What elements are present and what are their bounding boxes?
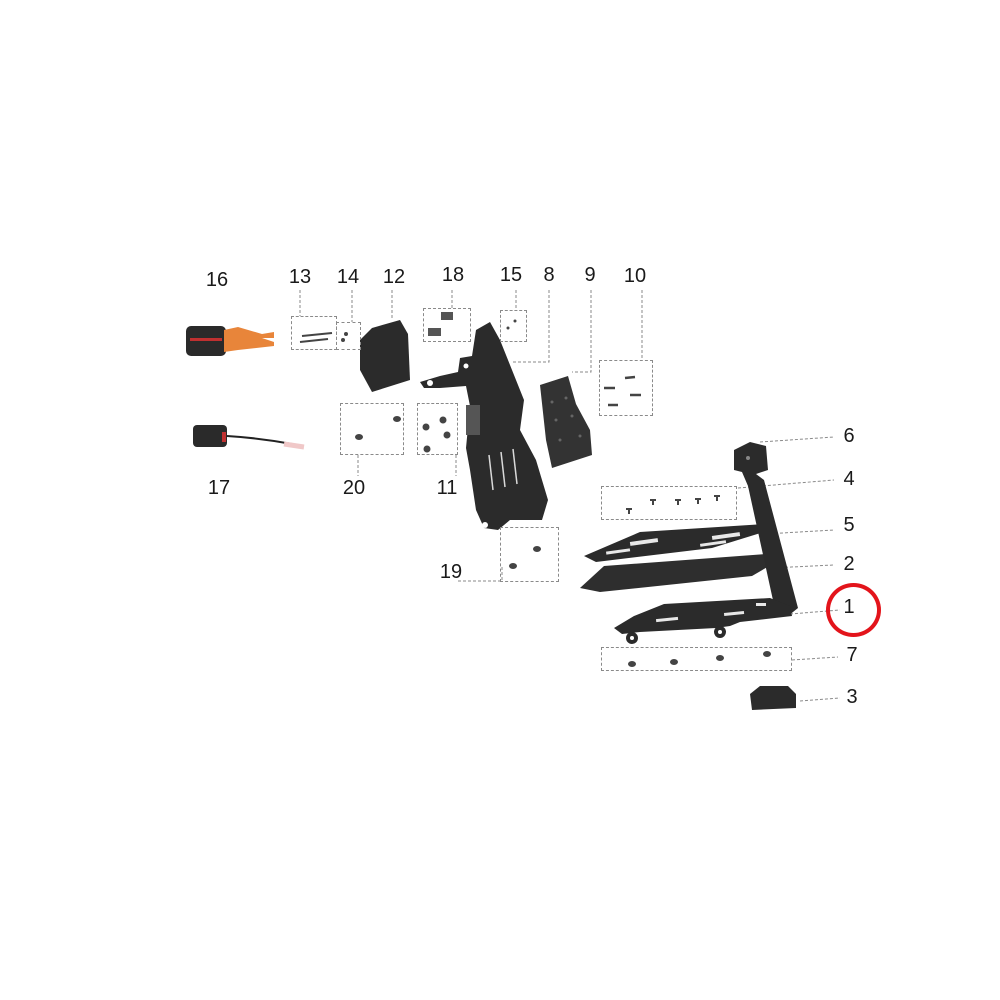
box-10 (599, 360, 653, 416)
box-4 (601, 486, 737, 520)
box-11 (417, 403, 458, 455)
highlight-circle-callout-1 (826, 583, 881, 637)
box-13 (291, 316, 337, 350)
box-20 (340, 403, 404, 455)
callout-20: 20 (342, 477, 366, 499)
callout-16: 16 (205, 269, 229, 291)
callout-19: 19 (439, 561, 463, 583)
callout-8: 8 (543, 264, 555, 286)
part-9-plate-icon (540, 376, 592, 468)
part-5-gasket-icon (584, 524, 764, 562)
callout-10: 10 (623, 265, 647, 287)
part-12-block-icon (360, 320, 410, 392)
hardware-fasteners (299, 312, 771, 667)
part-1-base-bracket-icon (614, 598, 792, 644)
box-7 (601, 647, 792, 671)
part-3-cap-icon (750, 686, 796, 710)
callout-3: 3 (846, 686, 858, 708)
box-18 (423, 308, 471, 342)
callout-11: 11 (436, 477, 458, 499)
callout-17: 17 (207, 477, 231, 499)
part-17-sensor-icon (193, 425, 305, 450)
callout-12: 12 (382, 266, 406, 288)
box-14 (336, 322, 361, 350)
callout-14: 14 (336, 266, 360, 288)
box-19 (500, 527, 559, 582)
callout-18: 18 (441, 264, 465, 286)
part-16-connector-icon (186, 326, 274, 356)
part-2-tray-icon (580, 554, 776, 592)
callout-5: 5 (843, 514, 855, 536)
box-15 (500, 310, 527, 342)
callout-13: 13 (288, 266, 312, 288)
callout-4: 4 (843, 468, 855, 490)
part-6-arm-icon (734, 442, 798, 616)
callout-6: 6 (843, 425, 855, 447)
part-8-bracket-icon (420, 322, 548, 530)
callout-15: 15 (499, 264, 523, 286)
callout-9: 9 (584, 264, 596, 286)
callout-2: 2 (843, 553, 855, 575)
callout-7: 7 (846, 644, 858, 666)
